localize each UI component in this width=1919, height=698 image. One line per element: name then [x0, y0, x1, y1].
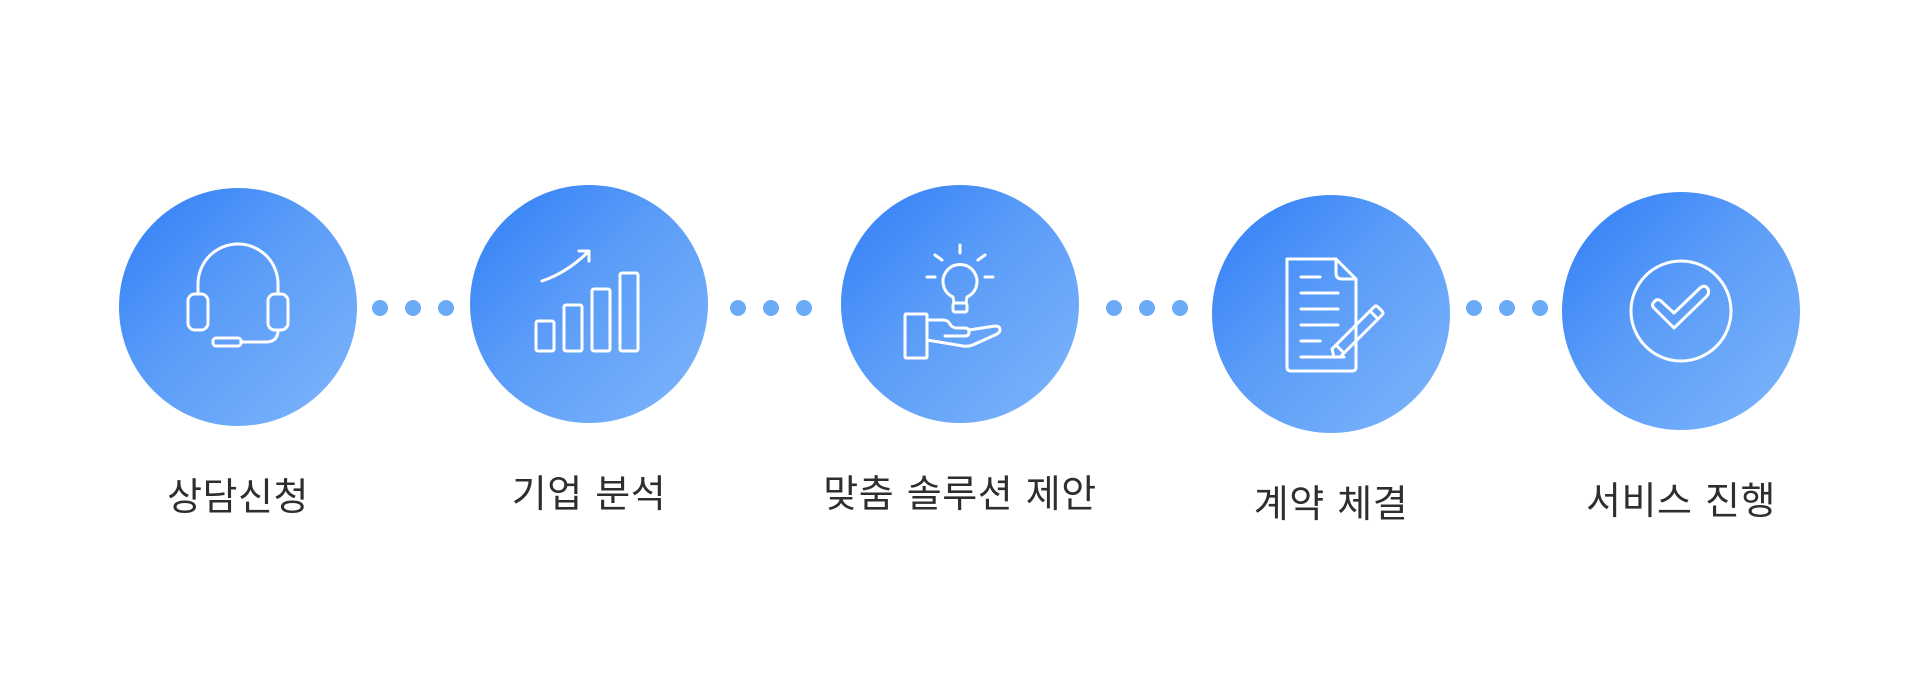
step-label: 맞춤 솔루션 제안 [823, 472, 1097, 516]
connector-dot [1172, 300, 1188, 316]
step-company-analysis: 기업 분석 [469, 185, 709, 516]
step-circle [470, 185, 708, 423]
connector-dot [796, 300, 812, 316]
bar-chart-growth-icon [534, 249, 640, 353]
hand-lightbulb-icon [903, 243, 1002, 360]
step-label: 서비스 진행 [1586, 479, 1776, 523]
connector-dots [372, 300, 454, 316]
connector-dot [730, 300, 746, 316]
step-circle [841, 185, 1079, 423]
step-label: 계약 체결 [1253, 482, 1409, 526]
connector-dot [1466, 300, 1482, 316]
headset-icon [186, 242, 290, 348]
contract-pen-icon [1285, 257, 1385, 373]
step-circle [1562, 192, 1800, 430]
step-consultation: 상담신청 [118, 188, 358, 519]
step-circle [119, 188, 357, 426]
connector-dot [438, 300, 454, 316]
step-custom-solution: 맞춤 솔루션 제안 [823, 185, 1096, 516]
connector-dot [1139, 300, 1155, 316]
step-contract: 계약 체결 [1211, 195, 1451, 526]
connector-dots [1466, 300, 1548, 316]
connector-dot [405, 300, 421, 316]
step-label: 상담신청 [167, 475, 309, 519]
connector-dots [730, 300, 812, 316]
connector-dot [1106, 300, 1122, 316]
connector-dot [763, 300, 779, 316]
check-circle-icon [1629, 259, 1733, 363]
step-label: 기업 분석 [511, 472, 667, 516]
connector-dot [372, 300, 388, 316]
connector-dots [1106, 300, 1188, 316]
connector-dot [1532, 300, 1548, 316]
connector-dot [1499, 300, 1515, 316]
step-circle [1212, 195, 1450, 433]
step-service-progress: 서비스 진행 [1561, 192, 1801, 523]
